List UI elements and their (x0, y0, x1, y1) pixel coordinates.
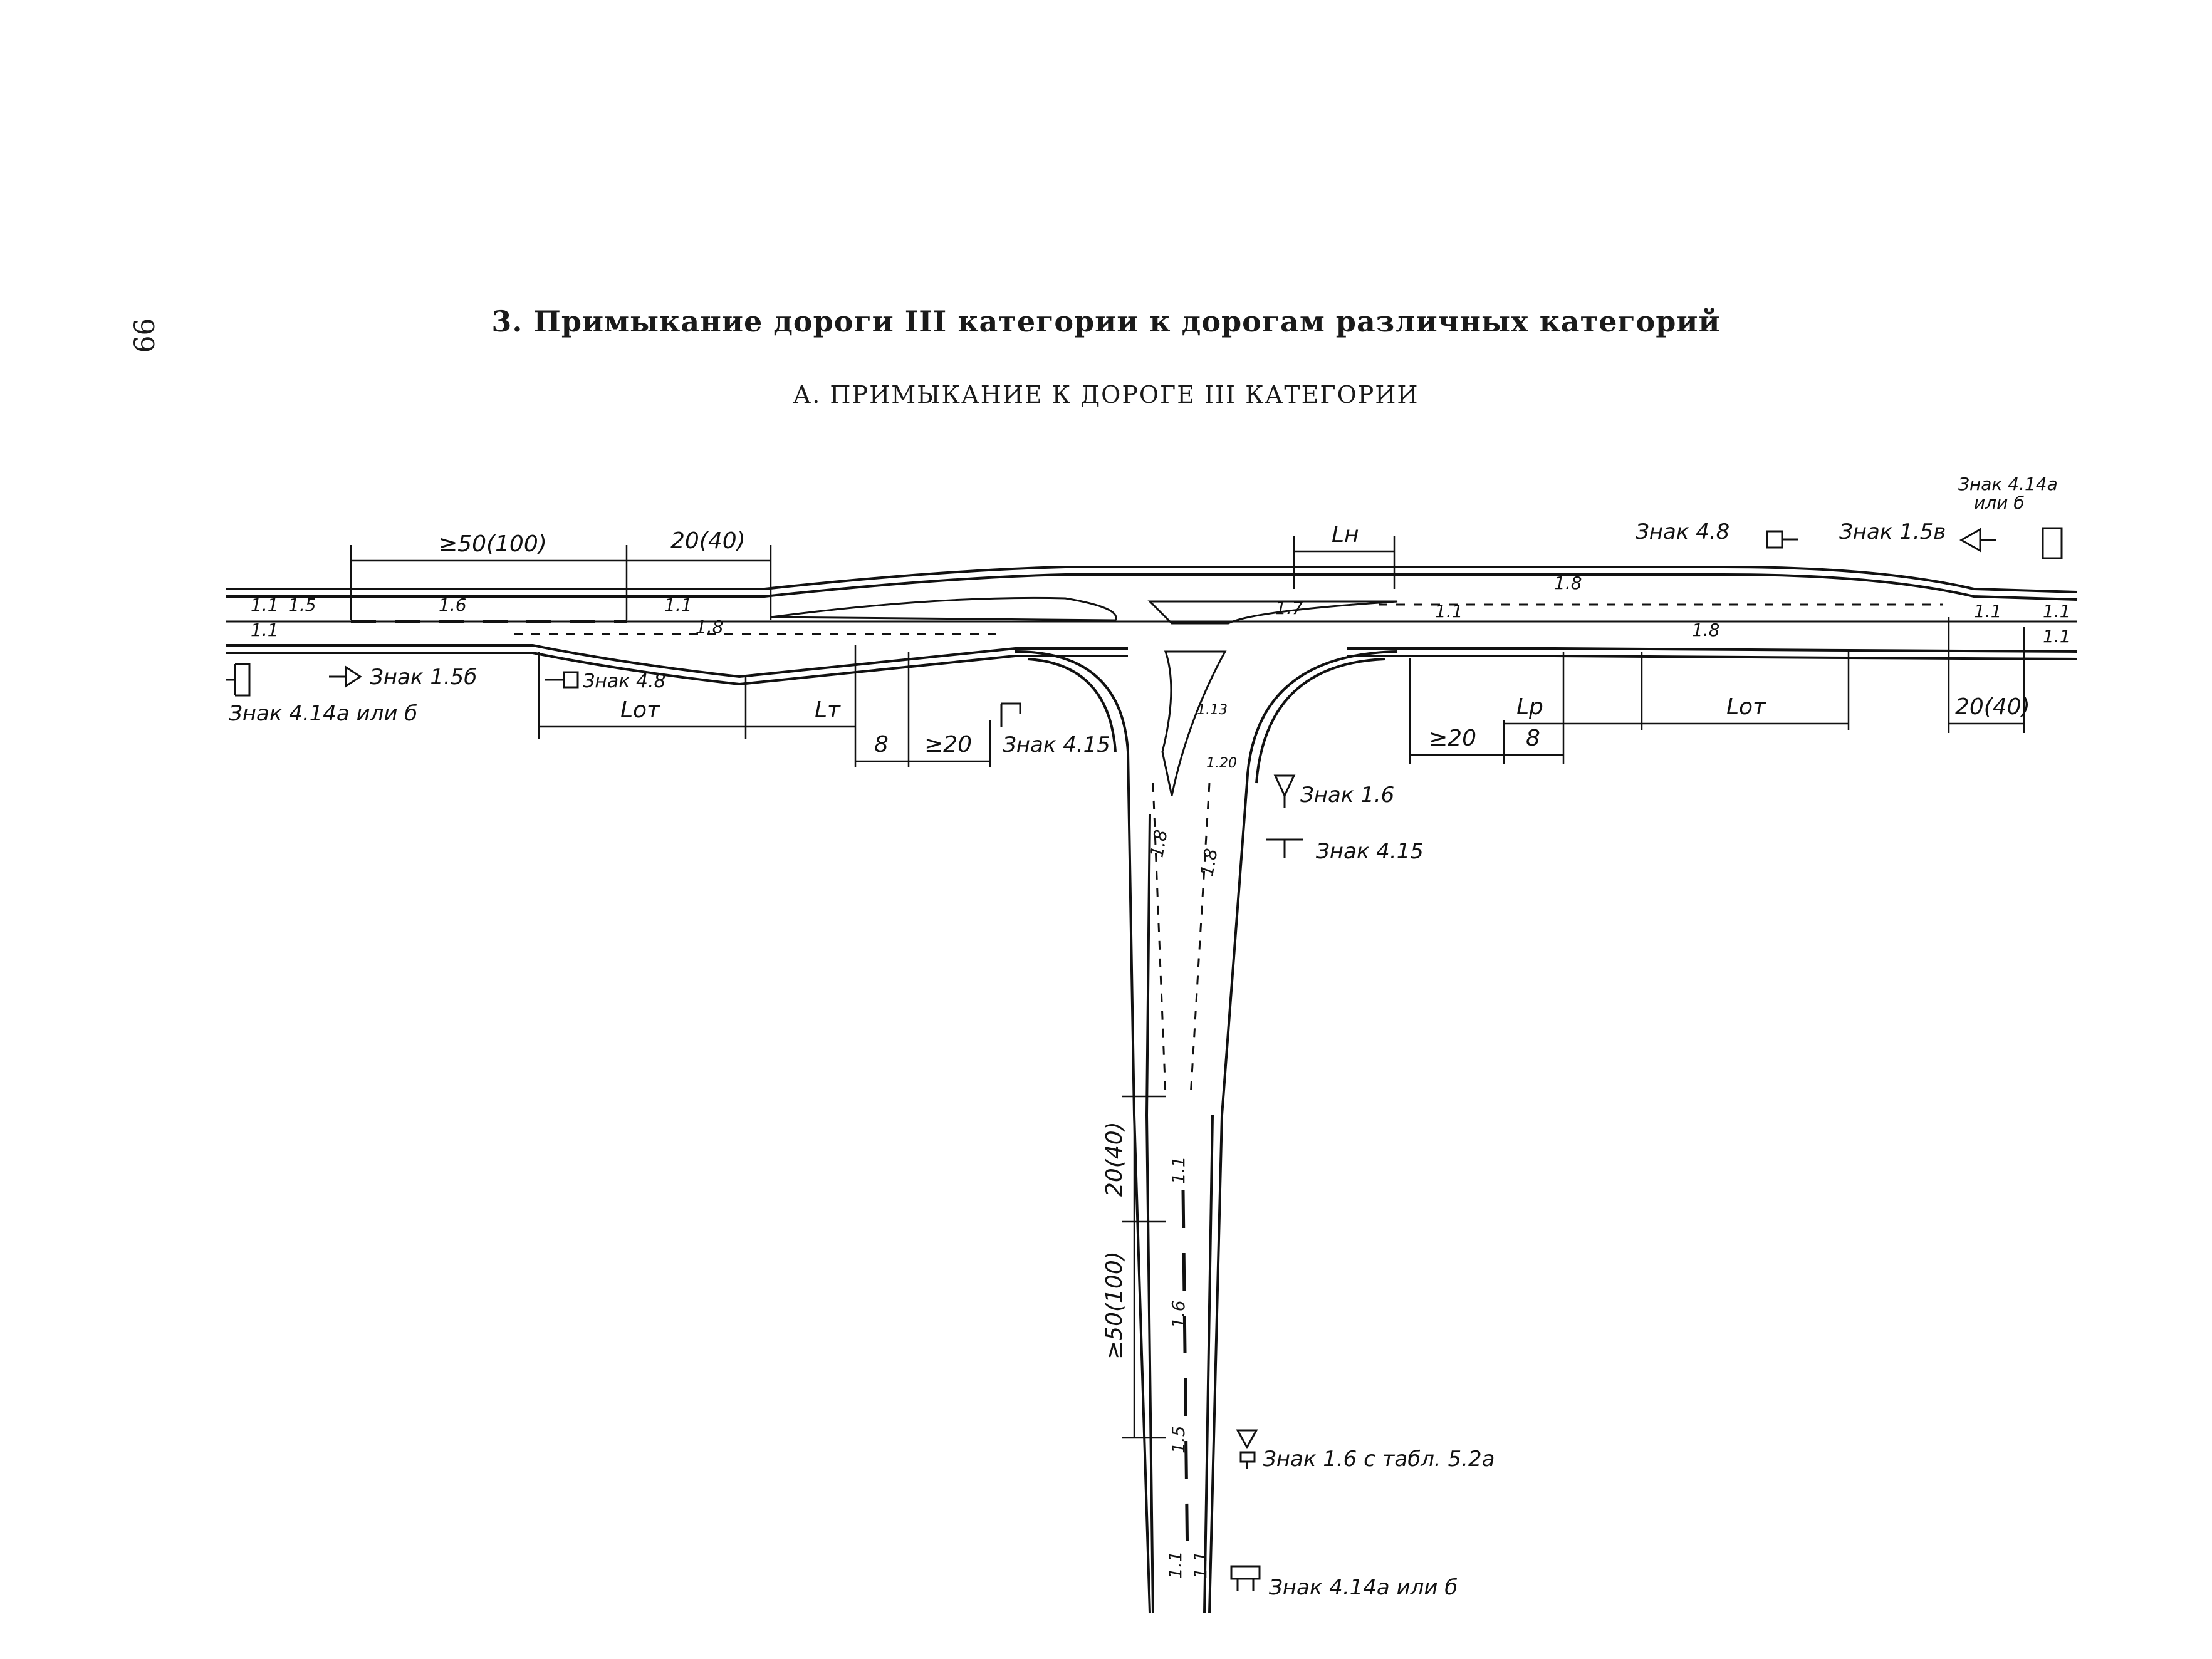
secondary-road-left-edge (1145, 814, 1154, 1614)
marking-1-1-secondary-c: 1.1 (1190, 1551, 1211, 1579)
sign-4-8-left-label: Знак 4.8 (583, 670, 666, 692)
dim-20-40-top-label: 20(40) (670, 528, 746, 554)
drawing-title: 3. Примыкание дороги III категории к дор… (491, 304, 1721, 338)
dim-20-right-label: ≥20 (1429, 725, 1476, 751)
sign-4-8-top-label: Знак 4.8 (1636, 519, 1729, 544)
sign-4-15-right-label: Знак 4.15 (1316, 839, 1424, 864)
secondary-road-right-edge (1203, 1115, 1214, 1614)
marking-1-8-top: 1.8 (1554, 573, 1582, 593)
marking-1-20: 1.20 (1206, 756, 1237, 771)
main-road-bottom-edge-right (1347, 647, 2078, 653)
sign-4-8-left-icon (545, 671, 579, 689)
marking-1-1-centre: 1.1 (1435, 601, 1463, 621)
marking-1-1-right: 1.1 (1974, 601, 2002, 621)
sign-1-6-icon (1273, 774, 1296, 808)
sign-1-6-tab-icon (1236, 1429, 1258, 1469)
secondary-road-right-outer (1208, 650, 1398, 1614)
main-road-bottom-edge (226, 644, 1128, 679)
secondary-road-right-inner (1255, 658, 1385, 784)
dim-20-40-right-label: 20(40) (1955, 694, 2030, 720)
sign-4-14-top-or-label: или б (1974, 492, 2024, 513)
secondary-centre-dash (1181, 1190, 1189, 1567)
marking-1-1-secondary-a: 1.1 (1168, 1156, 1189, 1184)
marking-1-8-left: 1.8 (696, 616, 724, 637)
main-road-bottom-edge-right-inner (1347, 655, 2078, 660)
secondary-road-left-inner (1027, 658, 1117, 752)
marking-1-1-right-edge-b: 1.1 (2043, 626, 2071, 647)
marking-1-1-secondary-b: 1.1 (1165, 1551, 1186, 1579)
secondary-lane-dash-right (1189, 783, 1211, 1097)
dim-lot-left-label: Lот (620, 697, 660, 723)
sign-1-6-tab-label: Знак 1.6 с табл. 5.2а (1263, 1447, 1495, 1472)
dim-ln-label: Lн (1332, 522, 1359, 548)
left-island (770, 596, 1117, 621)
sign-4-14-bottom-label: Знак 4.14а или б (1269, 1575, 1458, 1600)
sign-1-5b-label: Знак 1.5б (370, 665, 477, 690)
sign-4-15-left-label: Знак 4.15 (1003, 732, 1110, 757)
sign-4-14-top-icon (2042, 527, 2063, 559)
dim-20-left-label: ≥20 (924, 732, 972, 757)
main-road-bottom-edge-inner (226, 652, 1128, 686)
dim-20-40-vertical-label: 20(40) (1102, 1121, 1127, 1197)
dim-lt-label: Lт (815, 697, 841, 723)
dim-lp-label: Lp (1516, 694, 1543, 720)
marking-1-5-secondary: 1.5 (1168, 1425, 1189, 1454)
marking-1-8-right: 1.8 (1692, 620, 1720, 640)
sign-4-14-left-label: Знак 4.14а или б (229, 701, 417, 726)
marking-1-1-left-c: 1.1 (664, 595, 692, 615)
marking-1-5-left: 1.5 (288, 595, 316, 615)
sign-1-5v-label: Знак 1.5в (1839, 519, 1946, 544)
central-island (1161, 650, 1227, 796)
marking-1-7: 1.7 (1275, 598, 1303, 618)
dim-50-100-vertical-label: ≥50(100) (1102, 1251, 1127, 1360)
sign-4-14-bottom-icon (1230, 1565, 1261, 1591)
marking-1-13: 1.13 (1197, 702, 1228, 718)
drawing-subtitle: А. ПРИМЫКАНИЕ К ДОРОГЕ III КАТЕГОРИИ (793, 381, 1419, 408)
marking-1-6-left: 1.6 (439, 595, 467, 615)
marking-1-6-secondary: 1.6 (1168, 1300, 1189, 1328)
right-island (1147, 600, 1398, 625)
marking-1-1-right-edge: 1.1 (2043, 601, 2071, 621)
dim-50-100-top-label: ≥50(100) (439, 531, 547, 557)
sign-4-15-right-icon (1266, 838, 1303, 858)
marking-1-8-secondary-left: 1.8 (1146, 828, 1171, 860)
dim-8-left-label: 8 (874, 732, 889, 757)
marking-1-1-left-a: 1.1 (251, 595, 279, 615)
main-road-top-edge-inner (226, 573, 2078, 601)
secondary-road-left-outer (1015, 650, 1151, 1614)
sign-1-5b-icon (329, 665, 362, 688)
main-road-top-edge (226, 566, 2078, 593)
sign-1-6-label: Знак 1.6 (1300, 783, 1394, 808)
sign-1-5v-icon (1959, 528, 1981, 553)
sign-4-15-left-icon (1000, 702, 1021, 727)
sign-4-14-top-label: Знак 4.14а (1958, 474, 2058, 494)
sign-4-14-left-icon (226, 663, 251, 697)
dim-8-right-label: 8 (1526, 725, 1540, 751)
marking-1-1-left-b: 1.1 (251, 620, 279, 640)
marking-1-8-secondary-right: 1.8 (1196, 847, 1221, 878)
dim-lot-right-label: Lот (1726, 694, 1766, 720)
sign-4-8-top-icon (1766, 530, 1783, 549)
